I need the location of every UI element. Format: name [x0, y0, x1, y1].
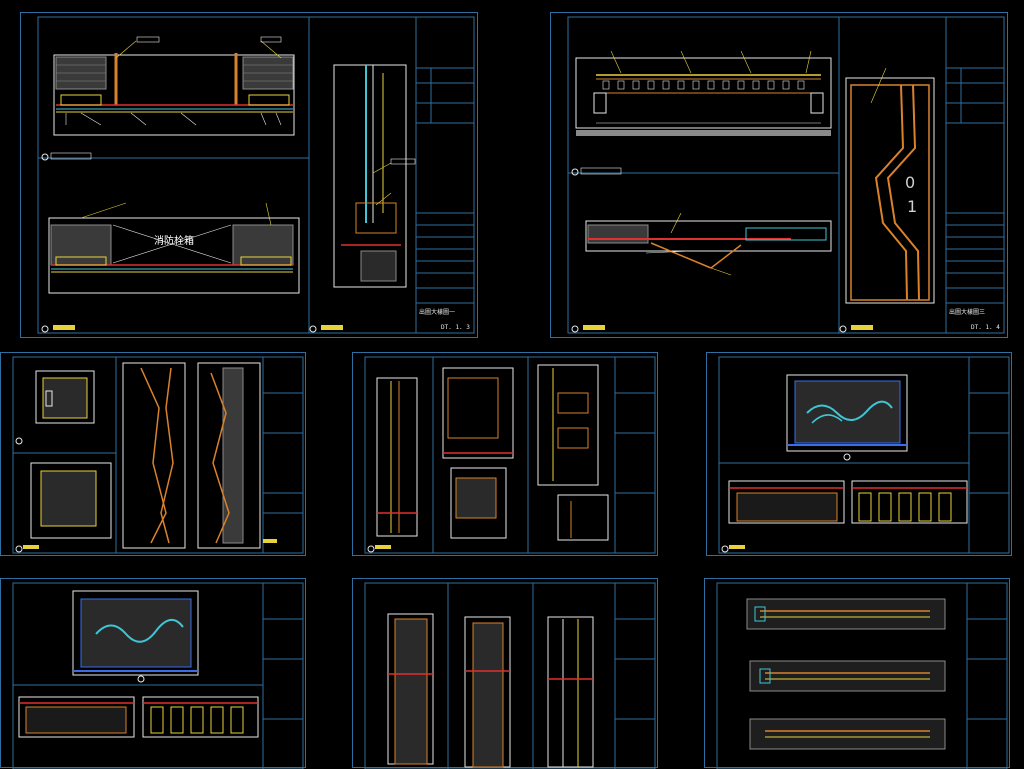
sheet-7-drawing	[364, 582, 656, 769]
sheet-3-drawing	[12, 356, 304, 554]
drawing-sheet-3	[0, 352, 306, 556]
sheet-5-drawing	[718, 356, 1010, 554]
drawing-sheet-6	[0, 578, 306, 769]
sheet-2-number: DT. 1. 4	[971, 324, 1000, 331]
drawing-sheet-4	[352, 352, 658, 556]
sheet-8-drawing	[716, 582, 1008, 769]
sheet-1-title-block-text: 出圖大樣圖一	[419, 309, 456, 316]
drawing-sheet-5	[706, 352, 1012, 556]
panel-mark-0: 0	[905, 173, 916, 192]
drawing-sheet-7	[352, 578, 658, 769]
drawing-sheet-8	[704, 578, 1010, 769]
sheet-2-drawing	[567, 16, 1005, 334]
sheet-2-title-block-text: 出圖大樣圖三	[949, 309, 986, 316]
drawing-sheet-2: 0 1 出圖大樣圖三 DT. 1. 4	[550, 12, 1008, 338]
sheet-4-drawing	[364, 356, 656, 554]
sheet-6-drawing	[12, 582, 304, 769]
sheet-1-drawing	[37, 16, 475, 334]
sheet-1-number: DT. 1. 3	[441, 324, 470, 331]
fire-hydrant-box-label: 消防栓箱	[154, 236, 194, 247]
drawing-sheet-1: 消防栓箱 出圖大樣圖一 DT. 1. 3	[20, 12, 478, 338]
panel-mark-1: 1	[907, 197, 918, 216]
